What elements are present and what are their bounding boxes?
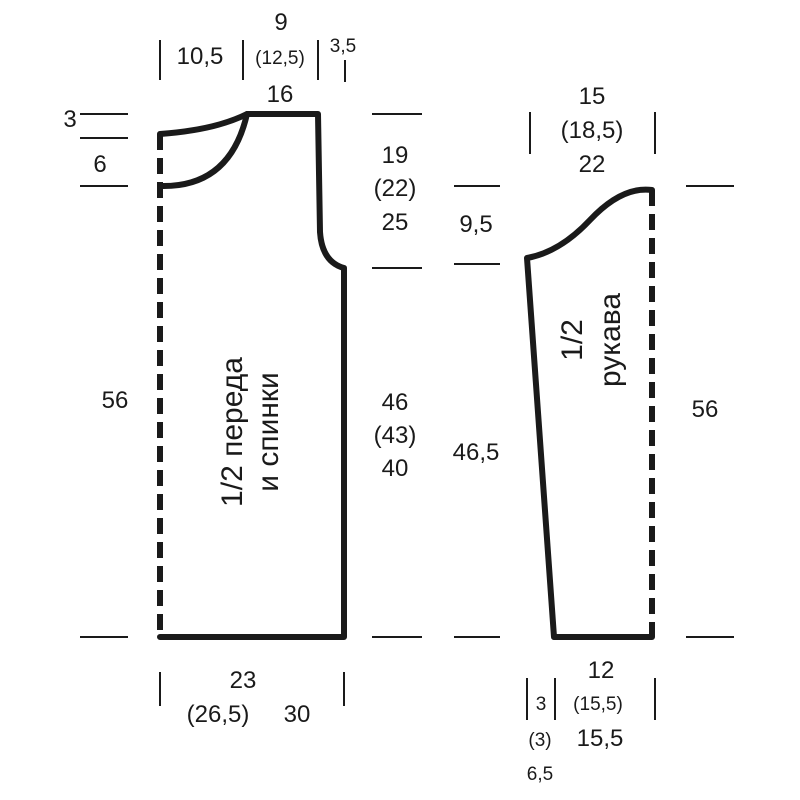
body-outline: [157, 111, 347, 640]
body-neck-width: (12,5): [255, 48, 305, 69]
body-label-line1: 1/2 переда: [216, 357, 249, 507]
body-neck-depth-back: 3: [63, 106, 76, 133]
sleeve-total-height: 56: [692, 396, 719, 423]
body-bottom-3: 30: [284, 701, 311, 728]
body-side-2: (43): [374, 422, 417, 449]
sleeve-top-1: 15: [579, 83, 606, 110]
sleeve-length: 46,5: [453, 439, 500, 466]
sleeve-piece: 15 (18,5) 22 9,5 46,5 56 12 (15,5) 15,5 …: [453, 83, 734, 785]
body-bottom-1: 23: [230, 667, 257, 694]
sleeve-inc-1: 3: [536, 694, 547, 715]
body-shoulder-right: 3,5: [330, 36, 356, 57]
body-side-3: 40: [382, 455, 409, 482]
sleeve-outline: [524, 186, 655, 640]
body-total-height: 56: [102, 387, 129, 414]
body-bottom-2: (26,5): [187, 701, 250, 728]
sleeve-label-line2: рукава: [594, 293, 627, 387]
body-armhole-2: (22): [374, 175, 417, 202]
sleeve-piece-label: 1/2 рукава: [556, 293, 627, 387]
body-neck-depth-front: 6: [93, 151, 106, 178]
body-armhole-1: 19: [382, 142, 409, 169]
body-top-width-total: 9: [274, 9, 287, 36]
sleeve-cap-height: 9,5: [459, 211, 492, 238]
body-label-line2: и спинки: [252, 372, 285, 492]
body-piece-label: 1/2 переда и спинки: [216, 357, 285, 507]
sleeve-top-2: (18,5): [561, 117, 624, 144]
body-front-neck-curve: [157, 111, 250, 190]
body-neck-back-width: 16: [267, 81, 294, 108]
body-piece: 9 10,5 (12,5) 3,5 16 3 6 56 19 (22) 25 4…: [63, 9, 422, 728]
sleeve-inc-2: (3): [528, 730, 551, 751]
sleeve-inc-3: 6,5: [527, 764, 553, 785]
body-armhole-3: 25: [382, 209, 409, 236]
body-side-1: 46: [382, 389, 409, 416]
sleeve-cuff-1: 12: [588, 657, 615, 684]
sleeve-cuff-2: (15,5): [573, 694, 623, 715]
sleeve-cuff-3: 15,5: [577, 725, 624, 752]
body-shoulder-left: 10,5: [177, 43, 224, 70]
sleeve-label-line1: 1/2: [556, 319, 589, 361]
sleeve-top-3: 22: [579, 151, 606, 178]
